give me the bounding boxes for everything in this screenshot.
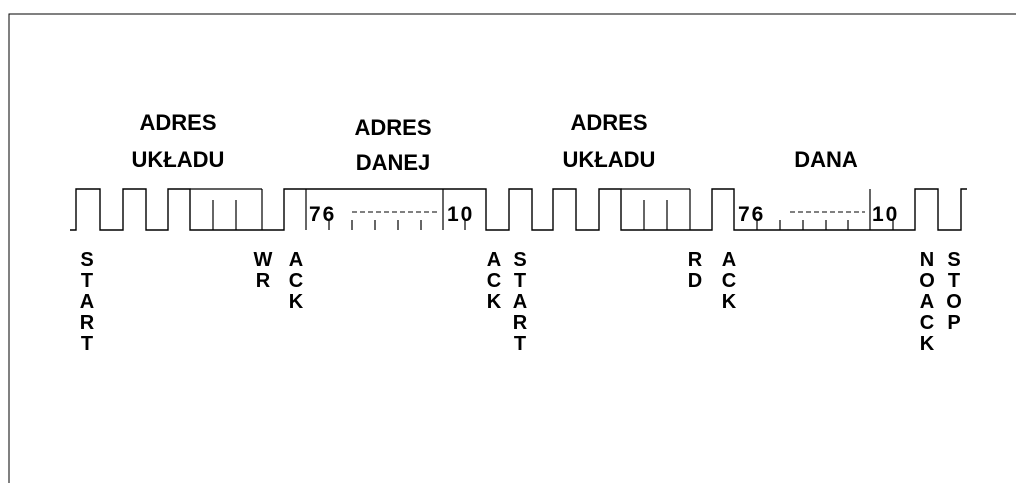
adres-danej-bit-high: 76 xyxy=(309,203,336,226)
adres-danej-byte xyxy=(305,189,466,230)
dana-bit-low: 10 xyxy=(872,203,899,226)
waveform-line xyxy=(70,188,967,231)
heading-adres-ukladu-2-line2: UKŁADU xyxy=(563,147,656,172)
heading-adres-ukladu-1-line2: UKŁADU xyxy=(132,147,225,172)
dana-bit-high: 76 xyxy=(738,203,765,226)
heading-adres-ukladu-1-line1: ADRES xyxy=(139,110,216,135)
addr1-bit-dividers xyxy=(212,189,263,230)
heading-adres-ukladu-2-line1: ADRES xyxy=(570,110,647,135)
diagram-frame xyxy=(8,13,1016,483)
heading-adres-danej-line2: DANEJ xyxy=(356,150,431,175)
bus-waveform xyxy=(70,188,967,231)
adres-danej-bit-low: 10 xyxy=(447,203,474,226)
dana-byte xyxy=(756,189,894,230)
heading-adres-danej-line1: ADRES xyxy=(354,115,431,140)
heading-dana: DANA xyxy=(794,147,858,172)
addr2-bit-dividers xyxy=(643,189,691,230)
